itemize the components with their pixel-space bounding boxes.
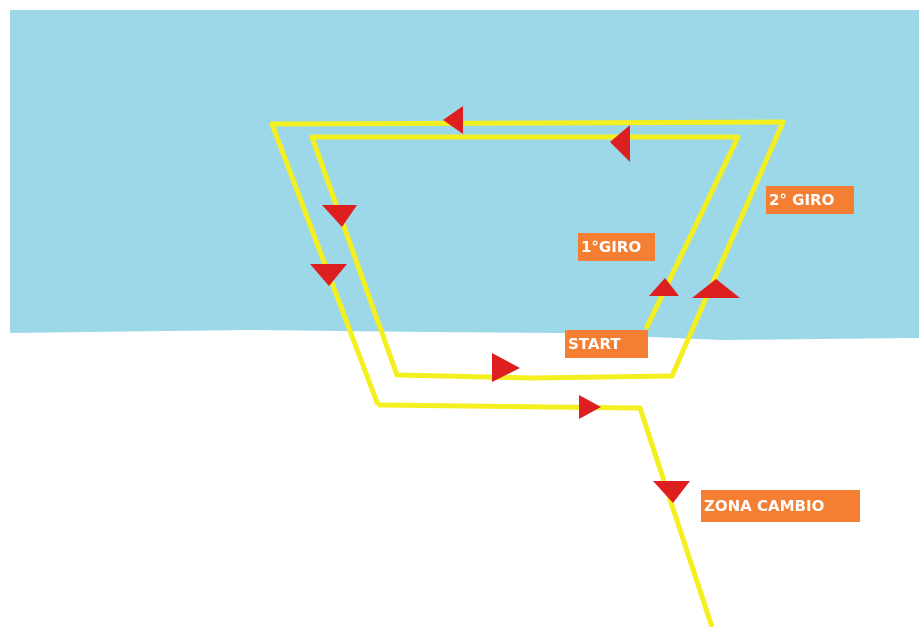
- arrow-top-inner-left: [610, 125, 630, 162]
- arrow-right-outer-up: [692, 279, 740, 298]
- arrow-bottom-outer-right: [579, 395, 601, 419]
- arrow-bottom-inner-right: [492, 353, 520, 382]
- first-lap-label: 1°GIRO: [578, 233, 655, 261]
- arrow-left-outer-down: [310, 264, 347, 286]
- transition-zone-label: ZONA CAMBIO: [701, 490, 860, 522]
- arrow-left-inner-down: [322, 205, 357, 227]
- inner-loop-path: [309, 134, 741, 381]
- second-lap-label: 2° GIRO: [766, 186, 854, 214]
- arrow-right-inner-up: [649, 278, 679, 296]
- water-area: [10, 10, 919, 340]
- exit-path: [377, 402, 715, 627]
- arrow-top-outer-left: [443, 106, 463, 134]
- arrow-exit-down: [653, 481, 690, 503]
- start-label: START: [565, 330, 648, 358]
- outer-loop-path: [269, 119, 786, 406]
